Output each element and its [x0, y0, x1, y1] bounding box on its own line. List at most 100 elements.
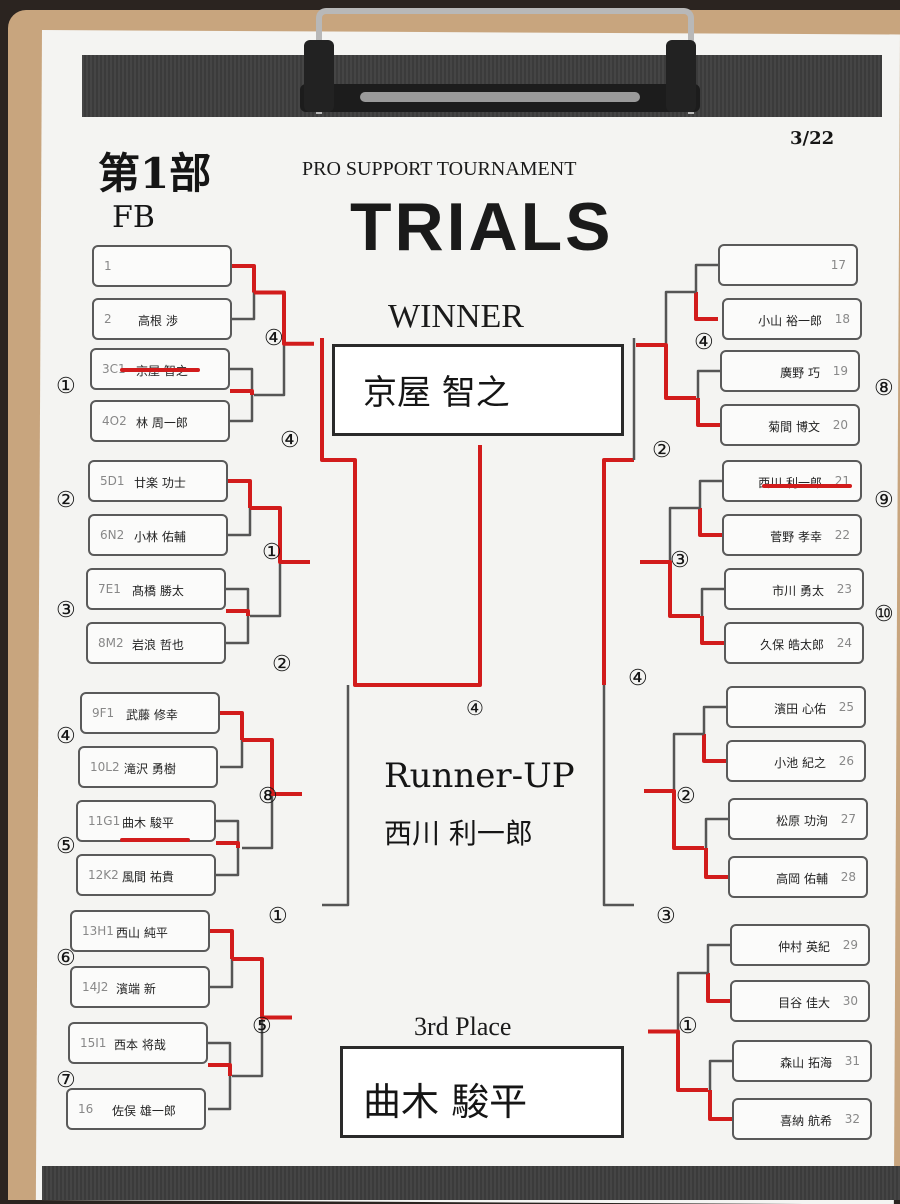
seed-number: 10L2	[90, 760, 120, 774]
first-round-win-line	[694, 292, 718, 321]
second-round-win-line	[648, 1029, 708, 1092]
metal-clip	[300, 0, 700, 118]
first-round-line	[704, 817, 728, 879]
seed-number: 2	[104, 312, 112, 326]
court-mark: ⑦	[56, 1068, 76, 1093]
left-player-slot: 7E1 髙橋 勝太	[86, 568, 226, 610]
first-round-line	[232, 264, 256, 321]
player-name: 西川 利一郎	[758, 476, 822, 490]
runner-up-name: 西川 利一郎	[384, 817, 533, 850]
second-round-line	[664, 290, 696, 400]
court-mark: ⑤	[252, 1014, 272, 1039]
second-round-win-line	[250, 506, 310, 564]
first-round-win-line	[228, 479, 252, 508]
first-round-line	[228, 479, 252, 537]
court-mark: ①	[262, 540, 282, 565]
first-round-line	[220, 711, 244, 769]
player-name: 喜納 航希	[780, 1114, 832, 1128]
second-round-win-line	[232, 957, 292, 1020]
player-name: 高根 渉	[138, 314, 178, 328]
player-name: 久保 皓太郎	[760, 638, 824, 652]
semi-line	[602, 685, 634, 907]
second-round-win-line	[636, 343, 696, 400]
seed-number: 23	[836, 582, 852, 596]
first-round-win-line	[216, 841, 240, 848]
player-name: 西山 純平	[116, 926, 168, 940]
seed-number: 18	[834, 312, 850, 326]
first-round-win-line	[232, 264, 256, 293]
seed-number: 27	[840, 812, 856, 826]
seed-number: 22	[834, 528, 850, 542]
seed-number: 13H1	[82, 924, 114, 938]
first-round-win-line	[704, 848, 728, 879]
player-name: 濱端 新	[116, 982, 156, 996]
seed-number: 5D1	[100, 474, 125, 488]
left-player-slot: 1	[92, 245, 232, 287]
player-name: 目谷 佳大	[778, 996, 830, 1010]
class-label: FB	[112, 200, 155, 235]
court-mark: ④	[264, 326, 284, 351]
first-round-win-line	[226, 609, 250, 616]
court-mark: ⑥	[56, 946, 76, 971]
winner-underline	[120, 368, 200, 372]
first-round-line	[698, 479, 722, 537]
seed-number: 19	[832, 364, 848, 378]
second-round-win-line	[640, 560, 700, 618]
first-round-win-line	[698, 508, 722, 537]
first-round-win-line	[700, 616, 724, 645]
first-round-line	[230, 367, 254, 423]
court-mark: ②	[56, 488, 76, 513]
player-name: 佐俣 雄一郎	[112, 1104, 176, 1118]
third-place-name: 曲木 駿平	[363, 1080, 528, 1124]
seed-number: 30	[842, 994, 858, 1008]
player-name: 小林 佑輔	[134, 530, 186, 544]
first-round-line	[694, 263, 718, 321]
seed-number: 1	[104, 259, 112, 273]
court-mark: ①	[56, 374, 76, 399]
first-round-line	[208, 1041, 232, 1111]
seed-number: 32	[844, 1112, 860, 1126]
right-player-slot: 32 喜納 航希	[732, 1098, 872, 1140]
player-name: 髙橋 勝太	[132, 584, 184, 598]
seed-number: 7E1	[98, 582, 121, 596]
player-name: 森山 拓海	[780, 1056, 832, 1070]
court-mark: ①	[268, 904, 288, 929]
first-round-line	[226, 587, 250, 645]
seed-number: 12K2	[88, 868, 119, 882]
first-round-line	[706, 943, 730, 1003]
player-name: 風間 祐貴	[122, 870, 174, 884]
court-mark: ⑤	[56, 834, 76, 859]
seed-number: 3C1	[102, 362, 126, 376]
part-label: 第1部	[98, 149, 212, 198]
player-name: 仲村 英紀	[778, 940, 830, 954]
right-player-slot: 17	[718, 244, 858, 286]
final-path-line	[320, 338, 482, 687]
player-name: 林 周一郎	[136, 416, 188, 430]
first-round-win-line	[708, 1090, 732, 1121]
seed-number: 11G1	[88, 814, 121, 828]
player-name: 曲木 駿平	[122, 816, 174, 830]
second-round-win-line	[242, 738, 302, 796]
court-mark: ②	[272, 652, 292, 677]
first-round-line	[702, 705, 726, 763]
seed-number: 4O2	[102, 414, 127, 428]
second-round-win-line	[254, 290, 314, 346]
seed-number: 15I1	[80, 1036, 107, 1050]
third-place-underline	[120, 838, 190, 842]
court-mark: ④	[628, 666, 648, 691]
